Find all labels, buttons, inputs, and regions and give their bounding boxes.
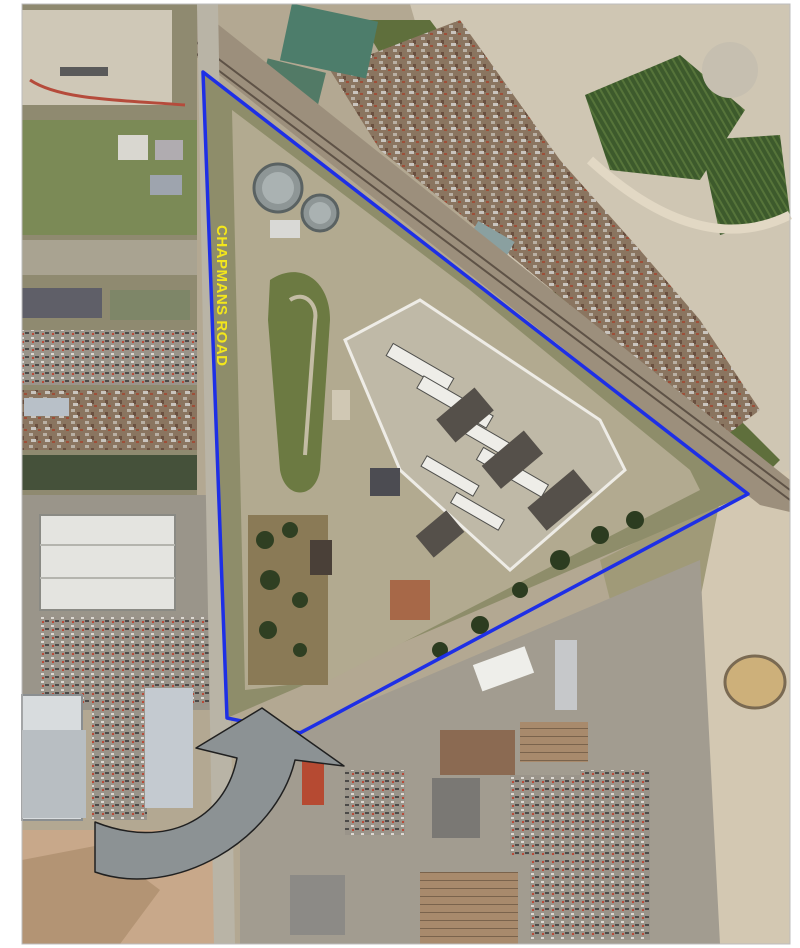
curved-arrow-icon bbox=[94, 707, 345, 880]
road-label: CHAPMANS ROAD bbox=[213, 225, 230, 367]
aerial-photo bbox=[21, 3, 793, 944]
site-boundary bbox=[201, 70, 750, 735]
